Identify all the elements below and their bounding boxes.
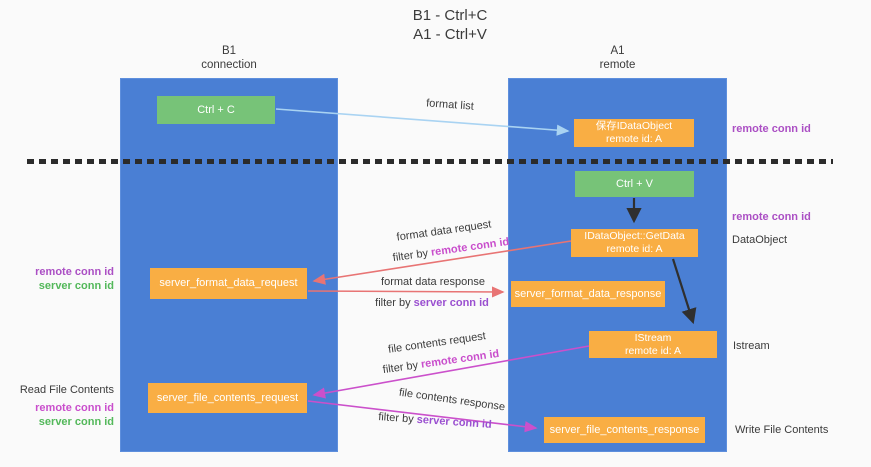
node-istream-line1: IStream xyxy=(634,331,672,344)
label-filter-by-server-conn-id-2: filter by server conn id xyxy=(376,411,495,431)
label-filter-by-2-prefix: filter by xyxy=(375,297,414,309)
node-save-idataobject: 保存IDataObject remote id: A xyxy=(574,119,694,147)
diagram-title-line1: B1 - Ctrl+C xyxy=(412,7,488,24)
right-label-remote-conn-id-mid: remote conn id xyxy=(732,211,811,223)
node-server-file-contents-response: server_file_contents_response xyxy=(544,417,705,443)
clipboard-boundary-dashed-line xyxy=(27,159,833,164)
node-save-idataobject-line2: remote id: A xyxy=(605,133,663,145)
label-filter-by-1-key: remote conn id xyxy=(430,235,510,259)
label-filter-by-1-prefix: filter by xyxy=(392,246,432,265)
node-idataobject-getdata-line2: remote id: A xyxy=(606,243,663,255)
lane-header-a1-name: A1 xyxy=(610,45,625,57)
lane-header-b1: B1 connection xyxy=(120,44,338,72)
left-label-remote-conn-id-top: remote conn id xyxy=(35,266,114,278)
node-istream: IStream remote id: A xyxy=(589,331,717,358)
label-filter-by-3-prefix: filter by xyxy=(382,358,422,377)
label-filter-by-2-key: server conn id xyxy=(413,297,489,309)
node-ctrl-v: Ctrl + V xyxy=(575,171,694,197)
left-label-server-conn-id-bottom: server conn id xyxy=(38,416,114,428)
lane-header-a1-sub: remote xyxy=(599,59,636,71)
right-label-remote-conn-id-top: remote conn id xyxy=(732,123,811,135)
left-label-server-conn-id-top: server conn id xyxy=(38,280,114,292)
node-istream-line2: remote id: A xyxy=(624,344,682,357)
node-server-file-contents-request-label: server_file_contents_request xyxy=(156,391,299,404)
node-idataobject-getdata: IDataObject::GetData remote id: A xyxy=(571,229,698,257)
label-format-data-response: format data response xyxy=(381,276,485,288)
right-label-write-file-contents: Write File Contents xyxy=(735,424,829,436)
node-ctrl-c-label: Ctrl + C xyxy=(197,103,235,116)
node-ctrl-v-label: Ctrl + V xyxy=(616,177,653,190)
node-ctrl-c: Ctrl + C xyxy=(157,96,275,124)
lane-header-b1-name: B1 xyxy=(221,45,237,57)
node-idataobject-getdata-line1: IDataObject::GetData xyxy=(584,230,685,242)
right-label-istream: Istream xyxy=(733,340,770,352)
diagram-title: B1 - Ctrl+C A1 - Ctrl+V xyxy=(330,6,570,44)
node-server-file-contents-response-label: server_file_contents_response xyxy=(549,423,700,436)
node-server-format-data-request: server_format_data_request xyxy=(150,268,307,299)
lane-header-b1-sub: connection xyxy=(201,59,257,71)
node-server-format-data-request-label: server_format_data_request xyxy=(159,277,298,289)
left-label-read-file-contents: Read File Contents xyxy=(19,384,114,396)
node-server-file-contents-request: server_file_contents_request xyxy=(148,383,307,413)
diagram-title-line2: A1 - Ctrl+V xyxy=(413,26,487,43)
label-filter-by-4-prefix: filter by xyxy=(377,411,418,426)
label-filter-by-server-conn-id-1: filter by server conn id xyxy=(374,297,490,309)
lane-header-a1: A1 remote xyxy=(508,44,727,72)
label-file-contents-response: file contents response xyxy=(398,386,506,414)
node-server-format-data-response: server_format_data_response xyxy=(511,281,665,307)
label-format-list: format list xyxy=(425,97,475,113)
left-label-remote-conn-id-bottom: remote conn id xyxy=(35,402,114,414)
node-server-format-data-response-label: server_format_data_response xyxy=(514,287,662,300)
label-filter-by-4-key: server conn id xyxy=(416,413,493,431)
label-filter-by-3-key: remote conn id xyxy=(420,347,500,371)
right-label-dataobject: DataObject xyxy=(732,234,788,246)
node-save-idataobject-line1: 保存IDataObject xyxy=(595,120,673,132)
